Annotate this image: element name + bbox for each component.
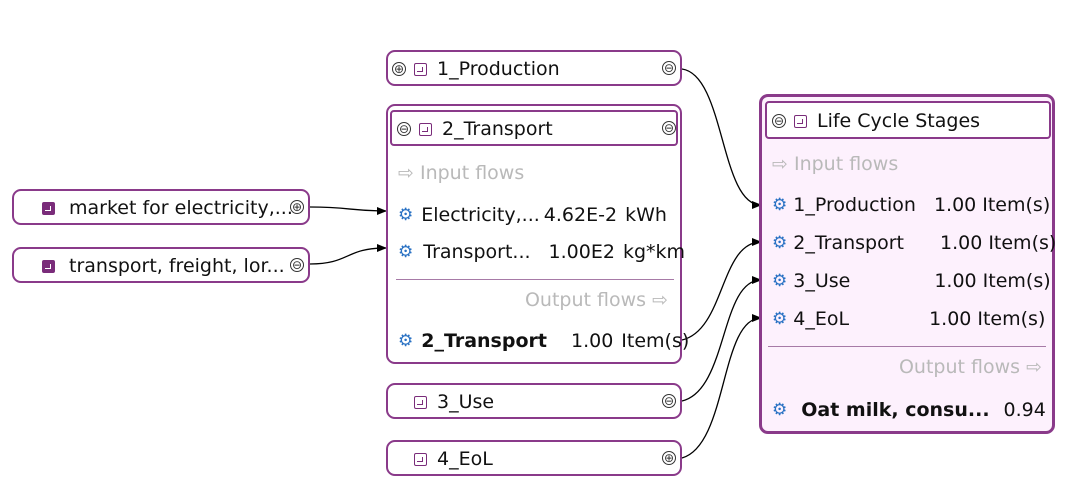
flow-name: 2_Transport <box>421 330 547 352</box>
flow-unit: Item(s) <box>977 308 1046 330</box>
divider <box>768 346 1046 347</box>
flow-icon: ⚙ <box>398 241 414 262</box>
flow-icon: ⚙ <box>398 204 414 225</box>
flow-row[interactable]: ⚙ Electricity,... 4.62E-2 kWh <box>398 204 680 226</box>
output-flows-header: Output flows ⇨ <box>898 356 1042 378</box>
lifecycle-node[interactable]: ⊖ Life Cycle Stages ⇨ Input flows ⚙ 1_Pr… <box>759 94 1056 434</box>
production-header: ⊕ 1_Production <box>392 58 560 80</box>
flow-row[interactable]: ⚙ 2_Transport 1.00 Item(s) <box>398 330 689 352</box>
provider-label: transport, freight, lor... <box>69 255 285 277</box>
flow-amount: 1.00E2 <box>548 241 615 263</box>
use-node[interactable]: 3_Use ⊖ <box>386 383 682 419</box>
flow-name: Electricity,... <box>421 204 540 226</box>
process-icon <box>414 395 427 409</box>
provider-node-freight[interactable]: transport, freight, lor... ⊖ <box>12 247 310 283</box>
flow-amount: 1.00 <box>940 232 983 254</box>
flow-unit: Item(s) <box>982 270 1051 292</box>
node-title: Life Cycle Stages <box>817 110 981 132</box>
collapse-icon[interactable]: ⊖ <box>290 258 304 272</box>
provider-row: market for electricity,... <box>42 197 293 219</box>
flow-amount: 1.00 <box>933 194 977 216</box>
edge-transport-to-lifecycle <box>681 238 762 341</box>
flow-icon: ⚙ <box>772 399 788 420</box>
flow-row[interactable]: ⚙ Transport... 1.00E2 kg*km <box>398 241 685 263</box>
flow-name: 2_Transport <box>793 232 904 254</box>
collapse-icon[interactable]: ⊖ <box>397 122 411 136</box>
flow-name: Oat milk, consu... <box>801 399 990 421</box>
flow-unit: kg*km <box>622 241 686 263</box>
flow-icon: ⚙ <box>772 270 788 291</box>
flow-name: 1_Production <box>793 194 916 216</box>
flow-row[interactable]: ⚙ Oat milk, consu... 0.94 l <box>772 399 1052 421</box>
flow-amount: 1.00 <box>570 330 614 352</box>
node-title: 2_Transport <box>442 118 553 140</box>
expand-icon[interactable]: ⊕ <box>392 62 406 76</box>
edge-eol-to-lifecycle <box>681 314 762 459</box>
flow-row[interactable]: ⚙ 1_Production 1.00 Item(s) <box>772 194 1050 216</box>
expand-icon[interactable]: ⊕ <box>662 451 676 465</box>
lifecycle-header: ⊖ Life Cycle Stages <box>772 110 982 132</box>
output-flows-header: Output flows ⇨ <box>524 289 668 311</box>
divider <box>396 279 674 280</box>
production-node[interactable]: ⊕ 1_Production ⊖ <box>386 50 682 86</box>
flow-icon: ⚙ <box>772 308 788 329</box>
transport-title-bar: ⊖ 2_Transport ⊖ <box>390 110 678 146</box>
flow-row[interactable]: ⚙ 4_EoL 1.00 Item(s) <box>772 308 1045 330</box>
eol-node[interactable]: 4_EoL ⊕ <box>386 440 682 476</box>
provider-row: transport, freight, lor... <box>42 255 285 277</box>
transport-header: ⊖ 2_Transport <box>397 118 553 140</box>
process-icon <box>414 62 427 76</box>
flow-amount: 1.00 <box>929 308 972 330</box>
flow-unit: kWh <box>625 204 667 226</box>
edge-freight-to-transport <box>309 244 387 265</box>
flow-unit: Item(s) <box>988 232 1057 254</box>
node-title: 3_Use <box>437 391 495 413</box>
flow-row[interactable]: ⚙ 2_Transport 1.00 Item(s) <box>772 232 1056 254</box>
process-icon <box>42 259 55 273</box>
lifecycle-title-bar: ⊖ Life Cycle Stages <box>765 101 1051 139</box>
flow-name: 4_EoL <box>793 308 850 330</box>
eol-header: 4_EoL <box>414 448 493 470</box>
edge-production-to-lifecycle <box>681 68 762 209</box>
process-icon <box>419 122 432 136</box>
node-title: 4_EoL <box>437 448 493 470</box>
flow-icon: ⚙ <box>398 330 414 351</box>
edge-electricity-to-transport <box>309 206 387 215</box>
flow-unit: Item(s) <box>982 194 1051 216</box>
process-icon <box>42 201 55 215</box>
flow-row[interactable]: ⚙ 3_Use 1.00 Item(s) <box>772 270 1051 292</box>
flow-name: 3_Use <box>793 270 851 292</box>
flow-icon: ⚙ <box>772 194 788 215</box>
use-header: 3_Use <box>414 391 494 413</box>
input-flows-header: ⇨ Input flows <box>772 153 899 175</box>
flow-unit: Item(s) <box>621 330 690 352</box>
flow-amount: 0.94 <box>1003 399 1046 421</box>
collapse-icon[interactable]: ⊖ <box>662 61 676 75</box>
process-icon <box>794 114 807 128</box>
input-flows-header: ⇨ Input flows <box>398 162 525 184</box>
provider-node-electricity[interactable]: market for electricity,... ⊕ <box>12 189 310 225</box>
process-icon <box>414 452 427 466</box>
collapse-icon[interactable]: ⊖ <box>662 121 676 135</box>
flow-amount: 1.00 <box>934 270 977 292</box>
node-title: 1_Production <box>437 58 560 80</box>
collapse-icon[interactable]: ⊖ <box>662 394 676 408</box>
flow-icon: ⚙ <box>772 232 788 253</box>
provider-label: market for electricity,... <box>69 197 293 219</box>
collapse-icon[interactable]: ⊖ <box>772 114 786 128</box>
transport-node[interactable]: ⊖ 2_Transport ⊖ ⇨ Input flows ⚙ Electric… <box>386 104 689 364</box>
edge-use-to-lifecycle <box>681 276 762 402</box>
flow-amount: 4.62E-2 <box>543 204 618 226</box>
expand-icon[interactable]: ⊕ <box>290 200 304 214</box>
flow-name: Transport... <box>423 241 531 263</box>
